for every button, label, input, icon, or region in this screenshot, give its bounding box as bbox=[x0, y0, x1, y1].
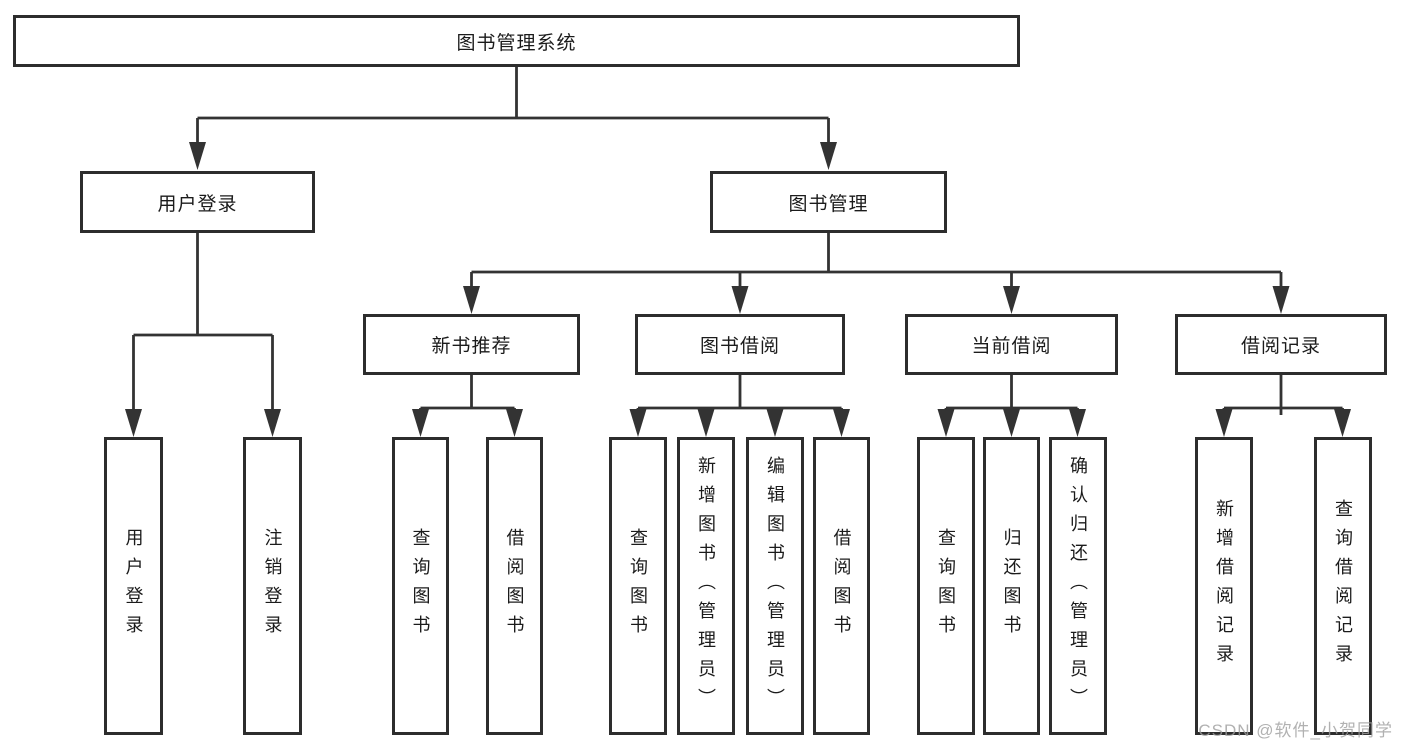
leaf-edit-books-admin: 编辑图书（管理员） bbox=[746, 437, 804, 735]
leaf-add-borrow-record-label: 新增借阅记录 bbox=[1214, 499, 1234, 673]
leaf-return-books: 归还图书 bbox=[983, 437, 1040, 735]
node-current-borrow-label: 当前借阅 bbox=[971, 336, 1052, 357]
leaf-query-borrow-record-label: 查询借阅记录 bbox=[1333, 499, 1353, 673]
node-new-book-recommend-label: 新书推荐 bbox=[431, 336, 512, 357]
leaf-user-login: 用户登录 bbox=[104, 437, 163, 735]
leaf-add-books-admin: 新增图书（管理员） bbox=[677, 437, 735, 735]
leaf-edit-books-admin-label: 编辑图书（管理员） bbox=[765, 455, 785, 717]
node-book-borrow: 图书借阅 bbox=[635, 314, 845, 375]
leaf-confirm-return-admin-label: 确认归还（管理员） bbox=[1068, 455, 1088, 717]
node-book-management: 图书管理 bbox=[710, 171, 947, 233]
node-new-book-recommend: 新书推荐 bbox=[363, 314, 580, 375]
node-book-borrow-label: 图书借阅 bbox=[699, 336, 780, 357]
leaf-borrow-books: 借阅图书 bbox=[813, 437, 870, 735]
leaf-query-books-recommend-label: 查询图书 bbox=[410, 528, 431, 644]
leaf-borrow-books-recommend: 借阅图书 bbox=[486, 437, 543, 735]
node-borrow-record: 借阅记录 bbox=[1175, 314, 1387, 375]
leaf-borrow-books-recommend-label: 借阅图书 bbox=[504, 528, 525, 644]
leaf-add-borrow-record: 新增借阅记录 bbox=[1195, 437, 1253, 735]
node-root-system: 图书管理系统 bbox=[13, 15, 1020, 67]
node-current-borrow: 当前借阅 bbox=[905, 314, 1118, 375]
leaf-query-books-current: 查询图书 bbox=[917, 437, 975, 735]
leaf-return-books-label: 归还图书 bbox=[1001, 528, 1022, 644]
leaf-query-books-recommend: 查询图书 bbox=[392, 437, 449, 735]
leaf-add-books-admin-label: 新增图书（管理员） bbox=[696, 455, 716, 717]
leaf-confirm-return-admin: 确认归还（管理员） bbox=[1049, 437, 1107, 735]
leaf-query-books-borrow: 查询图书 bbox=[609, 437, 667, 735]
node-borrow-record-label: 借阅记录 bbox=[1240, 336, 1321, 357]
leaf-query-books-current-label: 查询图书 bbox=[936, 528, 956, 644]
leaf-query-books-borrow-label: 查询图书 bbox=[628, 528, 648, 644]
csdn-watermark: CSDN @软件_小贺同学 bbox=[1198, 721, 1393, 740]
node-root-label: 图书管理系统 bbox=[456, 32, 577, 54]
leaf-borrow-books-label: 借阅图书 bbox=[831, 528, 852, 644]
node-user-login-label: 用户登录 bbox=[157, 193, 238, 215]
leaf-user-login-label: 用户登录 bbox=[123, 528, 144, 644]
node-user-login: 用户登录 bbox=[80, 171, 315, 233]
node-book-management-label: 图书管理 bbox=[788, 193, 869, 215]
leaf-logout: 注销登录 bbox=[243, 437, 302, 735]
leaf-query-borrow-record: 查询借阅记录 bbox=[1314, 437, 1372, 735]
leaf-logout-label: 注销登录 bbox=[262, 528, 283, 644]
